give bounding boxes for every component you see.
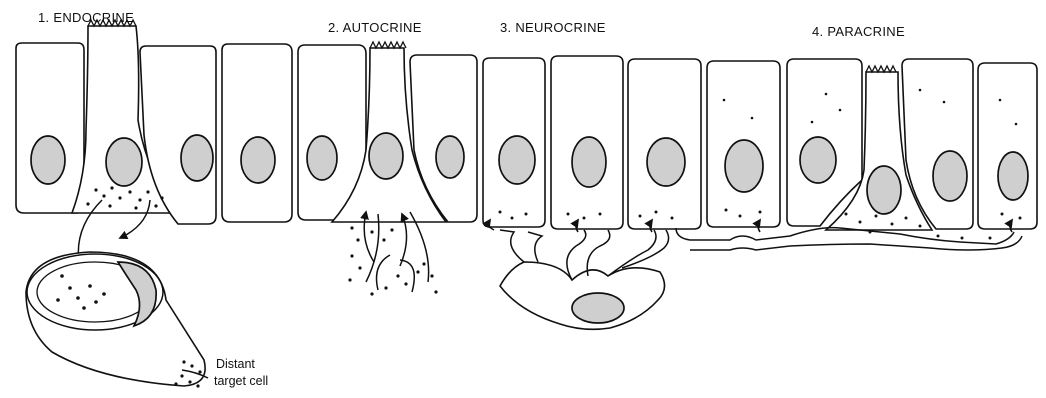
cell-4 xyxy=(222,44,292,222)
paracrine-target-cell xyxy=(978,63,1037,229)
label-target-cell: target cell xyxy=(214,374,268,388)
endocrine-pathway xyxy=(26,200,208,386)
neuron-nucleus xyxy=(572,293,624,323)
neurocrine-pathway xyxy=(489,220,669,329)
cell-1 xyxy=(16,43,84,213)
label-neurocrine: 3. NEUROCRINE xyxy=(500,20,606,35)
label-distant: Distant xyxy=(216,357,255,371)
autocrine-pathway xyxy=(364,212,428,292)
label-autocrine: 2. AUTOCRINE xyxy=(328,20,422,35)
label-paracrine: 4. PARACRINE xyxy=(812,24,905,39)
